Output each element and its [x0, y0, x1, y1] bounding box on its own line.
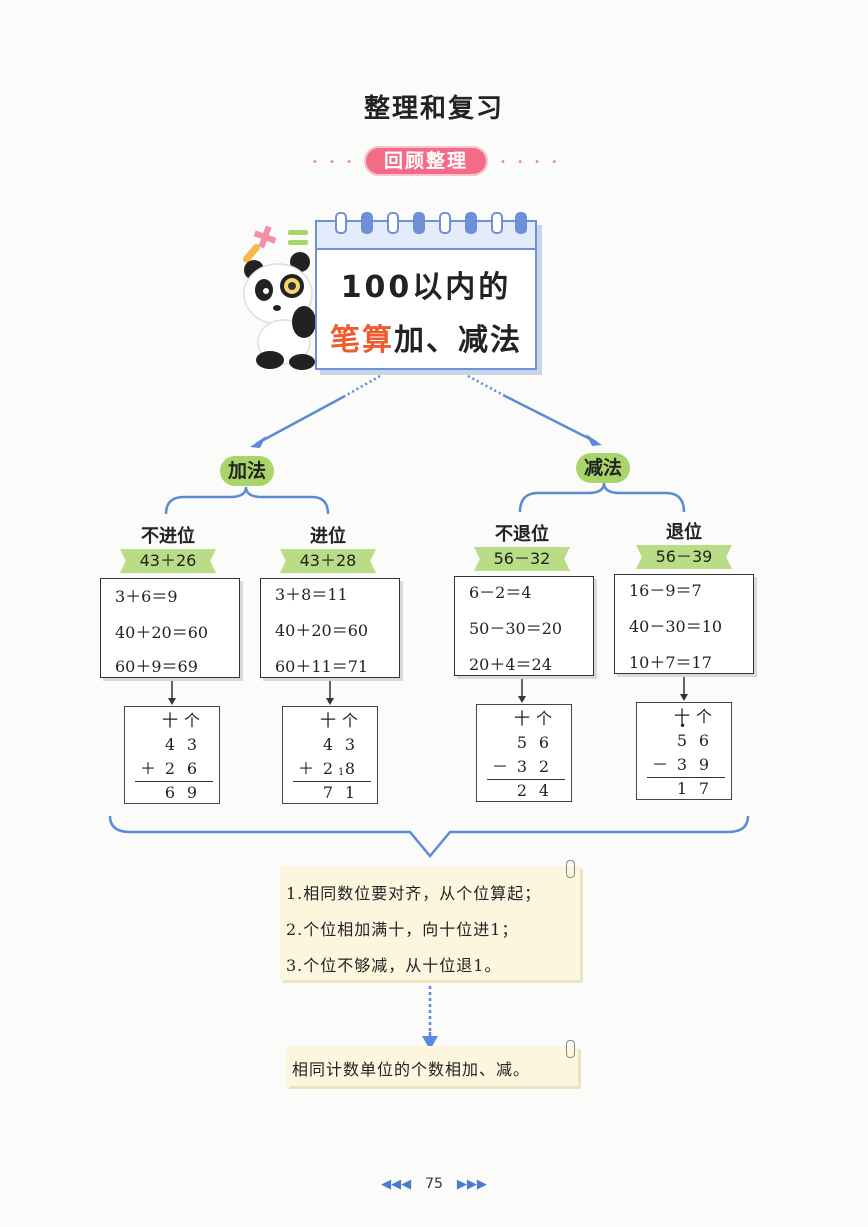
- header-tens: 十: [673, 707, 690, 726]
- digit: 9: [186, 783, 198, 802]
- sum-line: [135, 781, 213, 782]
- panda-icon: [242, 225, 316, 370]
- operator: ＋: [297, 759, 314, 778]
- conclusion-text: 相同计数单位的个数相加、减。: [292, 1060, 531, 1079]
- example-ribbon: 43＋26: [120, 549, 216, 573]
- paperclip-icon: [566, 860, 575, 878]
- category-subtraction: 减法: [576, 453, 630, 483]
- next-arrows-icon: ▶▶▶: [456, 1177, 487, 1192]
- topic-card: 100以内的 笔算加、减法: [315, 212, 537, 370]
- steps-box: 16－9＝7 40－30＝10 10＋7＝17: [614, 574, 754, 674]
- page-number: 75: [425, 1176, 443, 1192]
- summary-note: 1.相同数位要对齐，从个位算起； 2.个位相加满十，向十位进1； 3.个位不够减…: [280, 866, 580, 980]
- digit: 6: [698, 731, 710, 750]
- card-title-rest: 加、减法: [394, 323, 522, 358]
- page-title: 整理和复习: [363, 94, 504, 124]
- step-line: 50－30＝20: [469, 619, 563, 638]
- borrow-dot: •: [679, 719, 687, 733]
- digit: 4: [164, 735, 176, 754]
- sub-label-no-borrow: 不退位: [495, 524, 549, 545]
- difference-line: [647, 777, 725, 778]
- step-line: 3＋8＝11: [275, 585, 348, 604]
- step-line: 20＋4＝24: [469, 655, 552, 674]
- digit: 7: [322, 783, 334, 802]
- decorative-dots-left: • • • •: [312, 157, 374, 168]
- header-ones: 个: [695, 707, 712, 726]
- digit: 4: [538, 781, 550, 800]
- step-line: 40－30＝10: [629, 617, 723, 636]
- operator: －: [491, 757, 508, 776]
- notebook-spiral: [317, 212, 535, 250]
- carry-mark: 1: [338, 767, 345, 778]
- digit: 7: [698, 779, 710, 798]
- step-line: 10＋7＝17: [629, 653, 712, 672]
- summary-line: 2.个位相加满十，向十位进1；: [286, 920, 519, 939]
- steps-box: 3＋6＝9 40＋20＝60 60＋9＝69: [100, 578, 240, 678]
- example-ribbon: 56－32: [474, 547, 570, 571]
- summary-line: 1.相同数位要对齐，从个位算起；: [286, 884, 542, 903]
- digit: 2: [538, 757, 550, 776]
- digit: 3: [676, 755, 688, 774]
- difference-line: [487, 779, 565, 780]
- operator: －: [651, 755, 668, 774]
- digit: 6: [164, 783, 176, 802]
- step-line: 3＋6＝9: [115, 587, 178, 606]
- digit: 2: [164, 759, 176, 778]
- card-title-line2: 笔算加、减法: [317, 315, 535, 359]
- category-addition: 加法: [220, 456, 274, 486]
- step-line: 60＋9＝69: [115, 657, 198, 676]
- header-tens: 十: [319, 711, 336, 730]
- prev-arrows-icon: ◀◀◀: [381, 1177, 412, 1192]
- digit: 5: [676, 731, 688, 750]
- sum-line: [293, 781, 371, 782]
- digit: 2: [322, 759, 334, 778]
- header-tens: 十: [161, 711, 178, 730]
- sub-label-borrow: 退位: [666, 522, 702, 543]
- sub-label-carry: 进位: [310, 526, 346, 547]
- card-title-highlight: 笔算: [330, 323, 394, 358]
- step-line: 16－9＝7: [629, 581, 702, 600]
- digit: 2: [516, 781, 528, 800]
- digit: 5: [516, 733, 528, 752]
- digit: 1: [676, 779, 688, 798]
- digit: 4: [322, 735, 334, 754]
- sub-label-no-carry: 不进位: [141, 526, 195, 547]
- digit: 3: [516, 757, 528, 776]
- step-line: 40＋20＝60: [115, 623, 209, 642]
- example-ribbon: 43＋28: [280, 549, 376, 573]
- header-ones: 个: [183, 711, 200, 730]
- step-line: 6－2＝4: [469, 583, 532, 602]
- paperclip-icon: [566, 1040, 575, 1058]
- digit: 6: [186, 759, 198, 778]
- operator: ＋: [139, 759, 156, 778]
- header-ones: 个: [341, 711, 358, 730]
- step-line: 60＋11＝71: [275, 657, 369, 676]
- decorative-dots-right: • • • •: [500, 157, 562, 168]
- digit: 6: [538, 733, 550, 752]
- digit: 3: [186, 735, 198, 754]
- steps-box: 3＋8＝11 40＋20＝60 60＋11＝71: [260, 578, 400, 678]
- step-line: 40＋20＝60: [275, 621, 369, 640]
- steps-box: 6－2＝4 50－30＝20 20＋4＝24: [454, 576, 594, 676]
- header-tens: 十: [513, 709, 530, 728]
- digit: 1: [344, 783, 356, 802]
- header-ones: 个: [535, 709, 552, 728]
- summary-line: 3.个位不够减，从十位退1。: [286, 956, 502, 975]
- digit: 3: [344, 735, 356, 754]
- digit: 9: [698, 755, 710, 774]
- digit: 8: [344, 759, 356, 778]
- page-footer: ◀◀◀ 75 ▶▶▶: [0, 1176, 868, 1192]
- section-badge: 回顾整理: [364, 146, 488, 176]
- example-ribbon: 56－39: [636, 545, 732, 569]
- card-title-line1: 100以内的: [340, 270, 512, 305]
- conclusion-note: 相同计数单位的个数相加、减。: [286, 1046, 578, 1086]
